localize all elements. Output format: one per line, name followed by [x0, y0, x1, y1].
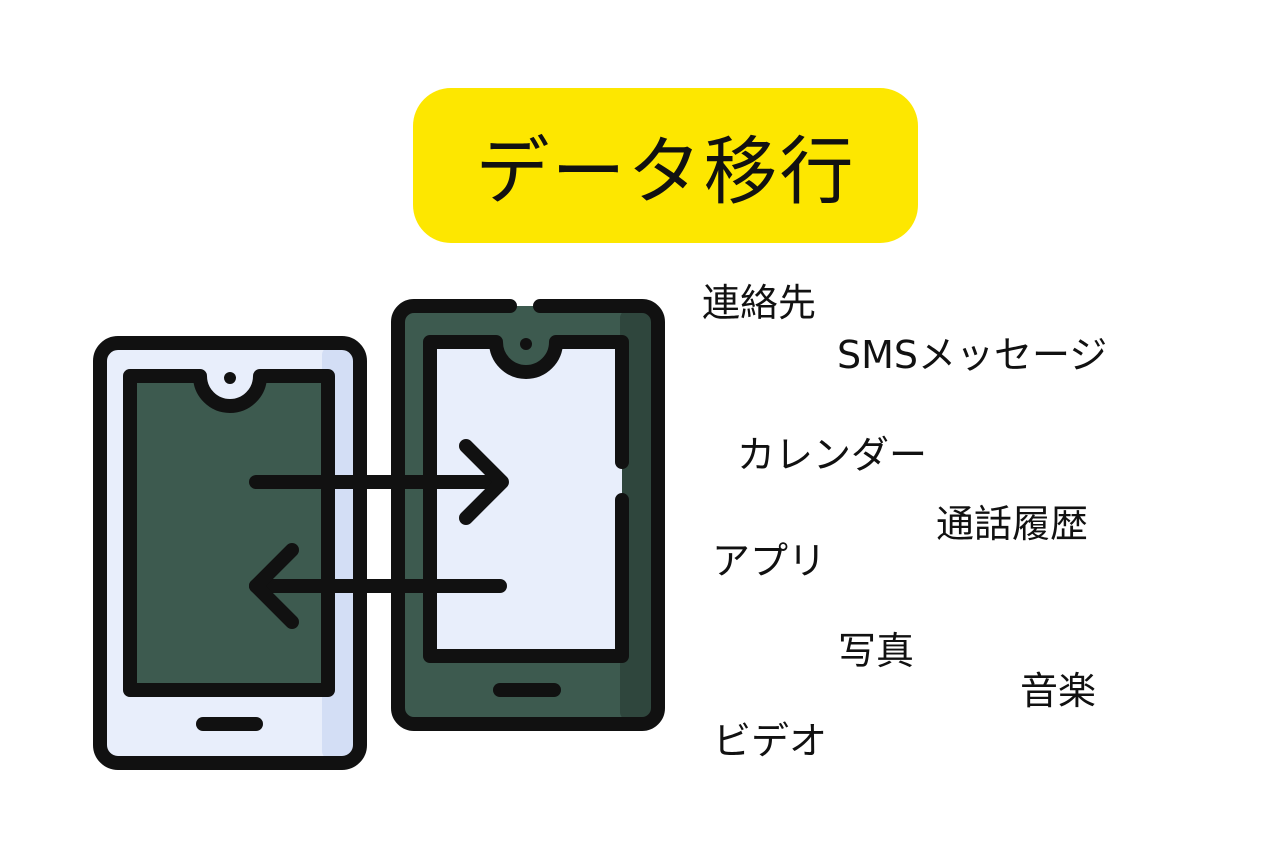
source-phone-screen [123, 369, 335, 697]
source-phone-camera [224, 372, 236, 384]
title-badge: データ移行 [413, 88, 918, 243]
data-type-photos: 写真 [838, 629, 915, 673]
target-phone-outline [391, 299, 665, 731]
source-phone-icon [93, 336, 367, 770]
data-type-apps: アプリ [712, 539, 827, 583]
arrow-left-head [249, 543, 299, 629]
target-phone-icon [391, 299, 665, 731]
data-type-call-history: 通話履歴 [936, 502, 1089, 546]
target-phone-screen [430, 342, 622, 656]
data-type-contacts: 連絡先 [702, 281, 817, 325]
data-type-calendar: カレンダー [737, 433, 928, 477]
page-title: データ移行 [475, 129, 856, 215]
transfer-arrows-icon [249, 439, 509, 629]
arrow-right-head [459, 439, 509, 525]
target-phone-screen-outline [423, 335, 629, 663]
data-type-sms: SMSメッセージ [837, 333, 1108, 377]
source-phone-outline [93, 336, 367, 770]
target-phone-camera [520, 338, 532, 350]
data-type-music: 音楽 [1020, 669, 1097, 713]
data-type-video: ビデオ [713, 719, 828, 763]
